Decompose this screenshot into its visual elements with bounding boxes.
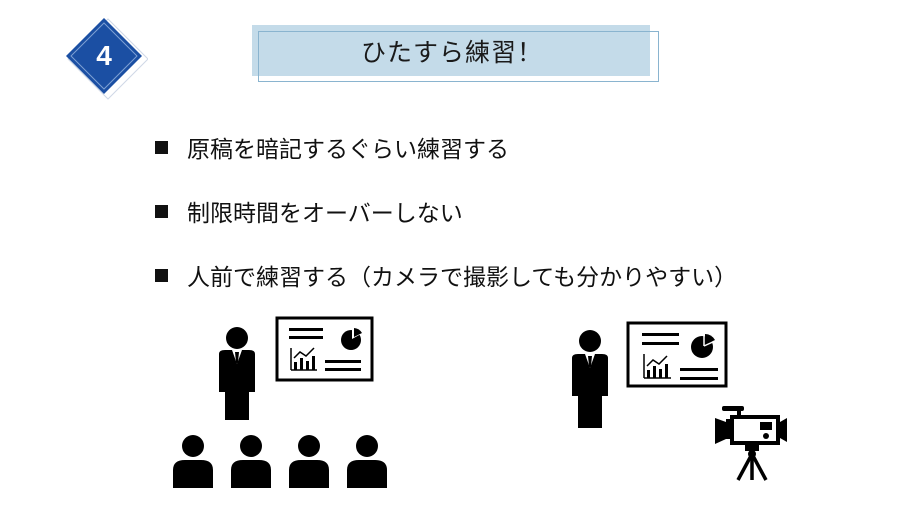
square-bullet-icon (155, 140, 168, 154)
video-camera-icon (715, 406, 787, 481)
presenter-camera-illustration (572, 321, 787, 481)
presenter-icon (219, 327, 255, 420)
section-number-badge: 4 (64, 16, 148, 100)
slide-title-box: ひたすら練習！ (252, 25, 662, 85)
presentation-board-icon (626, 321, 728, 388)
bullet-item: 人前で練習する（カメラで撮影しても分かりやすい） (155, 258, 737, 292)
presenter-icon (572, 330, 608, 428)
slide-title: ひたすら練習！ (360, 37, 543, 67)
bullet-item: 原稿を暗記するぐらい練習する (155, 130, 509, 164)
square-bullet-icon (155, 268, 168, 282)
square-bullet-icon (155, 204, 168, 218)
audience-icon (173, 435, 387, 488)
section-number: 4 (96, 40, 112, 71)
presentation-board-icon (275, 316, 374, 382)
bullet-text: 人前で練習する（カメラで撮影しても分かりやすい） (187, 265, 738, 291)
title-frame (258, 31, 659, 82)
bullet-text: 制限時間をオーバーしない (187, 201, 463, 227)
diamond-icon (66, 18, 148, 100)
presenter-audience-illustration (173, 316, 387, 488)
bullet-text: 原稿を暗記するぐらい練習する (187, 137, 509, 163)
bullet-item: 制限時間をオーバーしない (155, 194, 463, 228)
title-background (252, 25, 650, 76)
